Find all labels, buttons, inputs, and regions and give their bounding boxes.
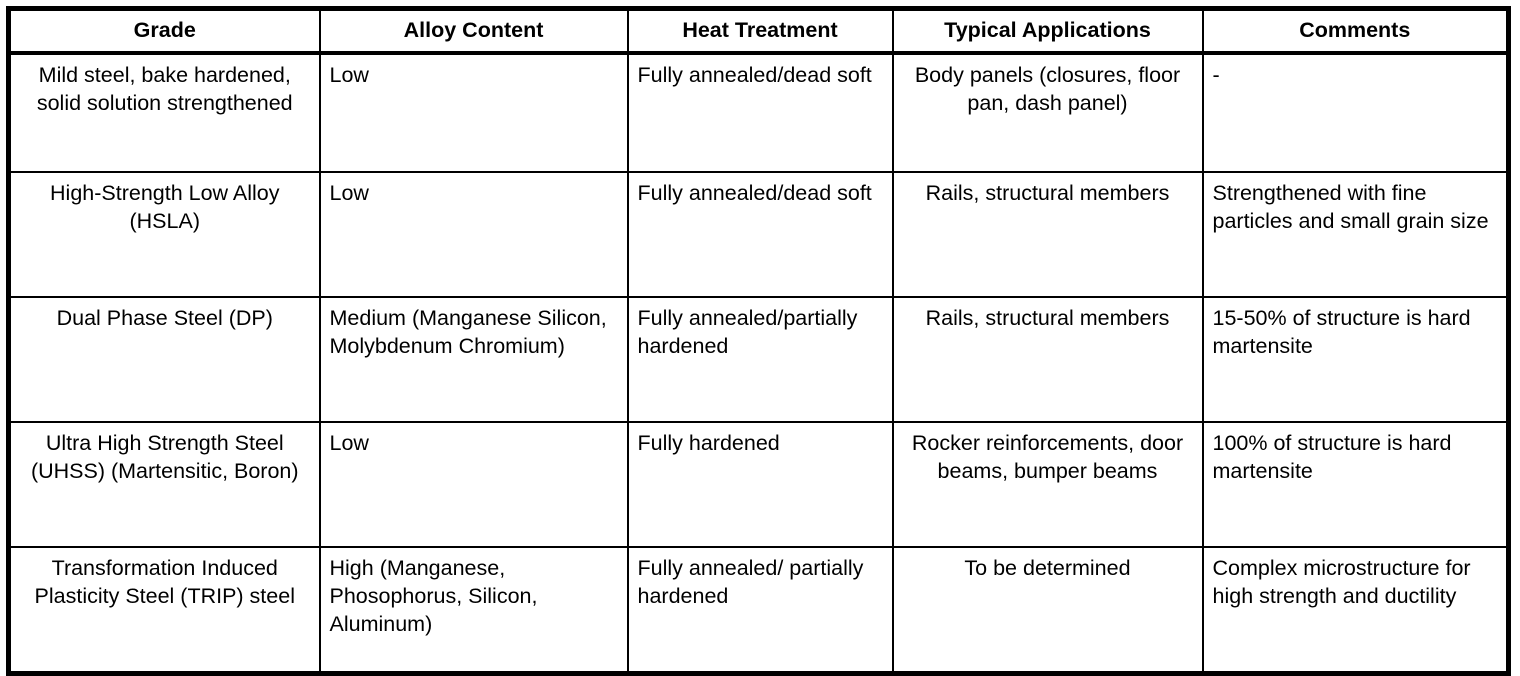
cell-heat: Fully hardened [626, 420, 894, 548]
table-header-row: Grade Alloy Content Heat Treatment Typic… [7, 7, 1510, 55]
cell-comments: 100% of structure is hard martensite [1201, 420, 1510, 548]
cell-comments: - [1201, 51, 1510, 173]
table-header: Grade Alloy Content Heat Treatment Typic… [7, 7, 1510, 55]
table-row: Transformation Induced Plasticity Steel … [7, 545, 1510, 675]
cell-grade: High-Strength Low Alloy (HSLA) [7, 170, 321, 298]
column-header-grade: Grade [7, 7, 321, 55]
cell-alloy: High (Manganese, Phosophorus, Silicon, A… [318, 545, 629, 675]
table-row: Dual Phase Steel (DP) Medium (Manganese … [7, 295, 1510, 423]
cell-grade: Transformation Induced Plasticity Steel … [7, 545, 321, 675]
cell-alloy: Low [318, 420, 629, 548]
table-container: Grade Alloy Content Heat Treatment Typic… [6, 6, 1511, 676]
cell-apps: Rails, structural members [891, 295, 1204, 423]
cell-comments: 15-50% of structure is hard martensite [1201, 295, 1510, 423]
steel-grade-comparison-table: Grade Alloy Content Heat Treatment Typic… [6, 6, 1511, 676]
cell-grade: Ultra High Strength Steel (UHSS) (Marten… [7, 420, 321, 548]
table-row: Ultra High Strength Steel (UHSS) (Marten… [7, 420, 1510, 548]
cell-alloy: Low [318, 51, 629, 173]
cell-alloy: Low [318, 170, 629, 298]
column-header-alloy-content: Alloy Content [318, 7, 629, 55]
cell-heat: Fully annealed/partially hardened [626, 295, 894, 423]
column-header-typical-applications: Typical Applications [891, 7, 1204, 55]
cell-comments: Complex microstructure for high strength… [1201, 545, 1510, 675]
column-header-heat-treatment: Heat Treatment [626, 7, 894, 55]
cell-apps: Body panels (closures, floor pan, dash p… [891, 51, 1204, 173]
table-row: Mild steel, bake hardened, solid solutio… [7, 51, 1510, 173]
cell-alloy: Medium (Manganese Silicon, Molybdenum Ch… [318, 295, 629, 423]
table-body: Mild steel, bake hardened, solid solutio… [7, 51, 1510, 675]
cell-heat: Fully annealed/dead soft [626, 51, 894, 173]
cell-comments: Strengthened with fine particles and sma… [1201, 170, 1510, 298]
cell-apps: To be determined [891, 545, 1204, 675]
column-header-comments: Comments [1201, 7, 1510, 55]
cell-apps: Rocker reinforcements, door beams, bumpe… [891, 420, 1204, 548]
cell-grade: Mild steel, bake hardened, solid solutio… [7, 51, 321, 173]
cell-grade: Dual Phase Steel (DP) [7, 295, 321, 423]
table-row: High-Strength Low Alloy (HSLA) Low Fully… [7, 170, 1510, 298]
cell-heat: Fully annealed/ partially hardened [626, 545, 894, 675]
cell-heat: Fully annealed/dead soft [626, 170, 894, 298]
cell-apps: Rails, structural members [891, 170, 1204, 298]
